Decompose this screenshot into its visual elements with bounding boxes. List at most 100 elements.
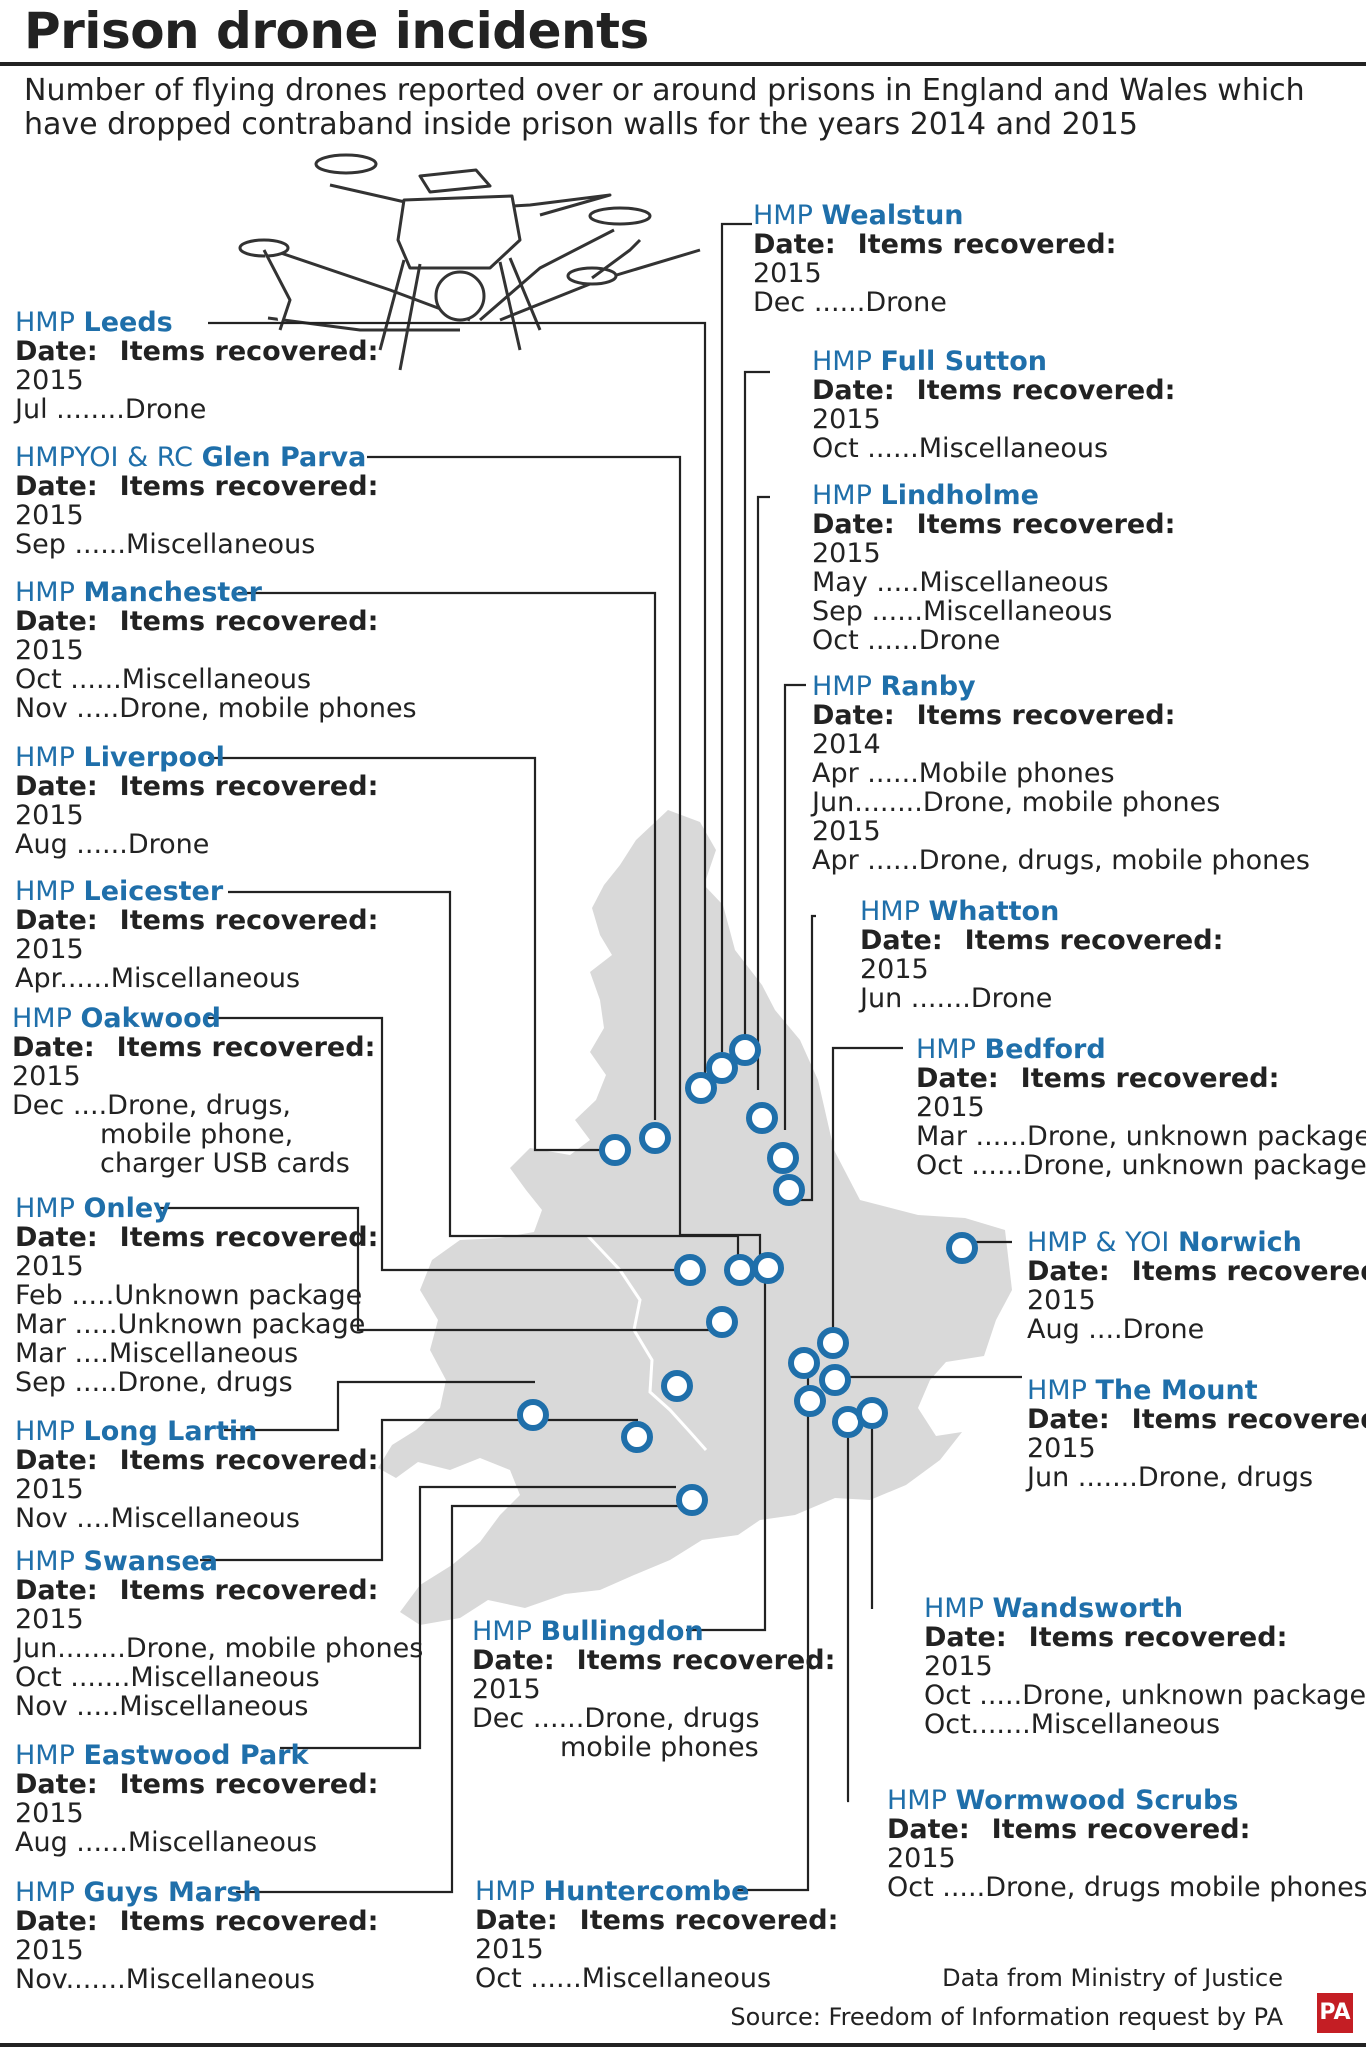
incident-items: Miscellaneous xyxy=(110,963,301,994)
date-label: Date: xyxy=(15,1575,98,1606)
year-row: 2015 xyxy=(15,1474,84,1505)
incident-items: mobile phones xyxy=(560,1732,759,1763)
year-row: 2015 xyxy=(15,1604,84,1635)
incident-month: Dec .... xyxy=(12,1090,108,1121)
date-label: Date: xyxy=(15,471,98,502)
year-row: 2015 xyxy=(15,365,84,396)
prison-title: HMP Bedford xyxy=(916,1035,1366,1064)
incident-month: Nov ..... xyxy=(15,1691,120,1722)
prison-title: HMP Onley xyxy=(15,1194,378,1223)
incident-month: Jul ........ xyxy=(15,394,125,425)
prison-prefix: HMP xyxy=(812,346,872,377)
year-row: 2015 xyxy=(15,800,84,831)
column-header: Date:Items recovered: xyxy=(15,1446,378,1475)
prison-prefix: HMP xyxy=(15,307,75,338)
prison-title: HMP Oakwood xyxy=(12,1004,375,1033)
prison-name: Whatton xyxy=(928,896,1060,927)
prison-name: Norwich xyxy=(1177,1227,1302,1258)
incident-items: Drone, mobile phones xyxy=(922,787,1221,818)
incident-items: Miscellaneous xyxy=(922,596,1113,627)
incident-row: Sep ......Miscellaneous xyxy=(812,597,1175,626)
marker-bedford xyxy=(817,1327,849,1359)
column-header: Date:Items recovered: xyxy=(15,1770,378,1799)
marker-bullingdon xyxy=(788,1347,820,1379)
year-row: 2015 xyxy=(15,1935,84,1966)
year-row: 2015 xyxy=(916,1092,985,1123)
prison-name: Oakwood xyxy=(80,1003,221,1034)
incident-items: Miscellaneous xyxy=(581,1963,772,1994)
prison-prefix: HMP xyxy=(15,742,75,773)
incident-month: Jun........ xyxy=(15,1633,126,1664)
incident-row: mobile phones xyxy=(472,1733,835,1762)
date-label: Date: xyxy=(1027,1256,1110,1287)
column-header: Date:Items recovered: xyxy=(812,510,1175,539)
date-label: Date: xyxy=(15,336,98,367)
date-label: Date: xyxy=(924,1622,1007,1653)
prison-name: Bedford xyxy=(984,1034,1106,1065)
incident-items: Miscellaneous xyxy=(125,1964,315,1995)
year-row: 2015 xyxy=(812,404,881,435)
column-header: Date: Items recovered: xyxy=(15,337,378,366)
incident-items: Unknown package xyxy=(117,1309,366,1340)
incident-items: Drone xyxy=(918,625,1001,656)
incident-month: Mar ..... xyxy=(15,1309,118,1340)
incident-items: Miscellaneous xyxy=(125,529,316,560)
items-label: Items recovered: xyxy=(916,700,1176,731)
prison-name: Bullingdon xyxy=(540,1616,704,1647)
incident-month: Sep ...... xyxy=(812,596,923,627)
incident-month: Oct ..... xyxy=(924,1680,1023,1711)
column-header: Date:Items recovered: xyxy=(475,1906,838,1935)
data-credit: Data from Ministry of Justice xyxy=(942,1964,1283,1992)
date-label: Date: xyxy=(15,606,98,637)
prison-prefix: HMP xyxy=(812,480,872,511)
items-label: Items recovered: xyxy=(119,1906,379,1937)
incident-row: Oct.......Miscellaneous xyxy=(924,1710,1366,1739)
items-label: Items recovered: xyxy=(1131,1256,1366,1287)
column-header: Date:Items recovered: xyxy=(15,1223,378,1252)
prison-name: Eastwood Park xyxy=(83,1740,309,1771)
items-label: Items recovered: xyxy=(119,336,379,367)
incident-row: mobile phone, xyxy=(12,1120,375,1149)
incident-row: Oct .....Drone, unknown package xyxy=(924,1681,1366,1710)
incident-month: May ..... xyxy=(812,567,920,598)
date-label: Date: xyxy=(1027,1404,1110,1435)
prison-prefix: HMP xyxy=(860,896,920,927)
marker-the-mount xyxy=(819,1364,851,1396)
incident-items: Drone xyxy=(127,829,210,860)
items-label: Items recovered: xyxy=(119,905,379,936)
page-title: Prison drone incidents xyxy=(24,2,649,60)
incident-items: Miscellaneous xyxy=(121,664,312,695)
date-label: Date: xyxy=(15,1769,98,1800)
incident-items: Drone, unknown package xyxy=(1022,1680,1366,1711)
year-row: 2014 xyxy=(812,729,881,760)
prison-title: HMP Wealstun xyxy=(753,201,1116,230)
prison-title: HMP Leeds xyxy=(15,308,378,337)
prison-name: Liverpool xyxy=(83,742,225,773)
column-header: Date:Items recovered: xyxy=(753,230,1116,259)
prison-title: HMP Wandsworth xyxy=(924,1594,1366,1623)
prison-name: Wandsworth xyxy=(992,1593,1184,1624)
prison-prefix: HMP xyxy=(15,1740,75,1771)
incident-row: Oct ......Drone xyxy=(812,626,1175,655)
prison-title: HMP Wormwood Scrubs xyxy=(887,1786,1366,1815)
page-subtitle: Number of flying drones reported over or… xyxy=(24,73,1305,142)
incident-row: Aug ......Drone xyxy=(15,830,378,859)
items-label: Items recovered: xyxy=(1131,1404,1366,1435)
date-label: Date: xyxy=(860,925,943,956)
incident-items: Drone, drugs xyxy=(117,1367,293,1398)
date-label: Date: xyxy=(472,1645,555,1676)
incident-month: Oct ....... xyxy=(15,1662,131,1693)
leader-lines xyxy=(158,222,1022,1894)
incident-row: Jul ........Drone xyxy=(15,395,378,424)
prison-name: Long Lartin xyxy=(83,1416,258,1447)
incident-month: Aug ...... xyxy=(15,829,128,860)
incident-month: Oct ...... xyxy=(475,1963,582,1994)
items-label: Items recovered: xyxy=(119,1445,379,1476)
incident-row: Nov .....Miscellaneous xyxy=(15,1692,423,1721)
incident-items: Drone, drugs mobile phones xyxy=(985,1872,1366,1903)
incident-items: Miscellaneous xyxy=(130,1662,320,1693)
prison-prefix: HMP xyxy=(15,577,75,608)
prison-title: HMP Lindholme xyxy=(812,481,1175,510)
incident-row: Nov.......Miscellaneous xyxy=(15,1965,378,1994)
